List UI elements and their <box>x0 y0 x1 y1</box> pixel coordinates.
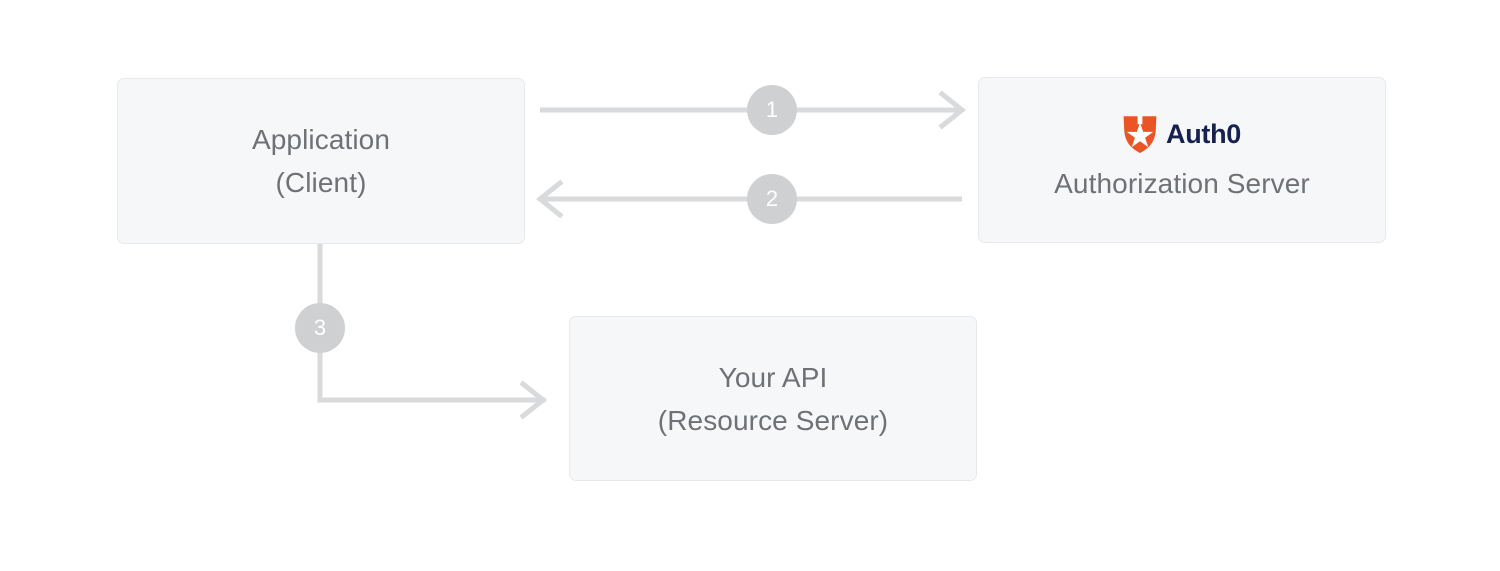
auth0-wordmark: Auth0 <box>1166 118 1241 149</box>
step-badge-3[interactable]: 3 <box>295 303 345 353</box>
node-application-client[interactable]: Application (Client) <box>117 78 525 244</box>
node-your-api-line-2: (Resource Server) <box>657 404 889 436</box>
node-application-line-1: Application <box>251 124 391 155</box>
connector-3-arrow <box>317 243 548 420</box>
auth0-brand-lockup: Auth0 <box>1123 115 1241 153</box>
step-badge-1[interactable]: 1 <box>747 85 797 135</box>
node-your-api-line-1: Your API <box>718 361 828 393</box>
step-badge-2[interactable]: 2 <box>747 174 797 224</box>
node-your-api[interactable]: Your API (Resource Server) <box>569 316 977 481</box>
node-authorization-server[interactable]: Auth0 Authorization Server <box>978 77 1386 243</box>
auth0-shield-icon <box>1123 115 1157 153</box>
node-authorization-server-label: Authorization Server <box>1054 168 1310 199</box>
node-application-line-2: (Client) <box>275 167 367 198</box>
